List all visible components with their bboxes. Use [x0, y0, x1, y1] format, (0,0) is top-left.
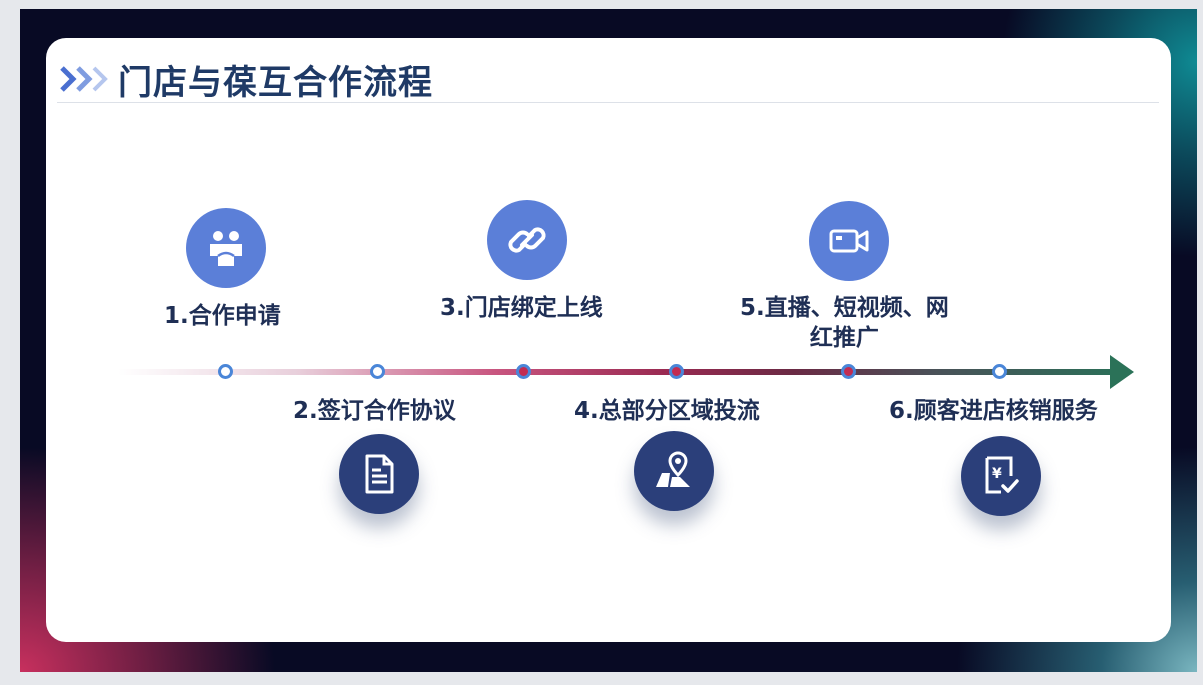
title-divider: [57, 102, 1159, 103]
timeline-line: [118, 369, 1112, 375]
document-icon: [365, 454, 394, 494]
step-3-icon-circle: [487, 200, 567, 280]
step-5-label-line2: 红推广: [809, 325, 879, 351]
step-2-icon-circle: [339, 434, 419, 514]
video-camera-icon: [829, 229, 869, 253]
timeline-dot-6: [992, 364, 1007, 379]
link-icon: [508, 227, 546, 253]
step-5-label: 5.直播、短视频、网 红推广: [740, 293, 949, 353]
chevrons-icon: [60, 66, 108, 92]
timeline-dot-2: [370, 364, 385, 379]
step-1-label: 1.合作申请: [164, 303, 281, 329]
step-3-label: 3.门店绑定上线: [440, 295, 603, 321]
content-card: [46, 38, 1171, 642]
step-6-icon-circle: ¥: [961, 436, 1041, 516]
step-5-label-line1: 5.直播、短视频、网: [740, 295, 949, 321]
step-4-icon-circle: [634, 431, 714, 511]
timeline-dot-1: [218, 364, 233, 379]
svg-text:¥: ¥: [992, 466, 1002, 482]
step-6-label: 6.顾客进店核销服务: [889, 398, 1098, 424]
timeline-arrow-icon: [1110, 355, 1134, 389]
handshake-people-icon: [210, 231, 242, 266]
step-2-label: 2.签订合作协议: [293, 398, 456, 424]
step-5-icon-circle: [809, 201, 889, 281]
timeline-dot-5: [841, 364, 856, 379]
timeline-dot-3: [516, 364, 531, 379]
title-row: 门店与葆互合作流程: [58, 56, 433, 103]
timeline-dot-4: [669, 364, 684, 379]
page-title: 门店与葆互合作流程: [118, 62, 433, 103]
step-1-icon-circle: [186, 208, 266, 288]
step-4-label: 4.总部分区域投流: [574, 398, 760, 424]
receipt-check-icon: ¥: [985, 456, 1019, 494]
map-pin-icon: [656, 451, 690, 487]
